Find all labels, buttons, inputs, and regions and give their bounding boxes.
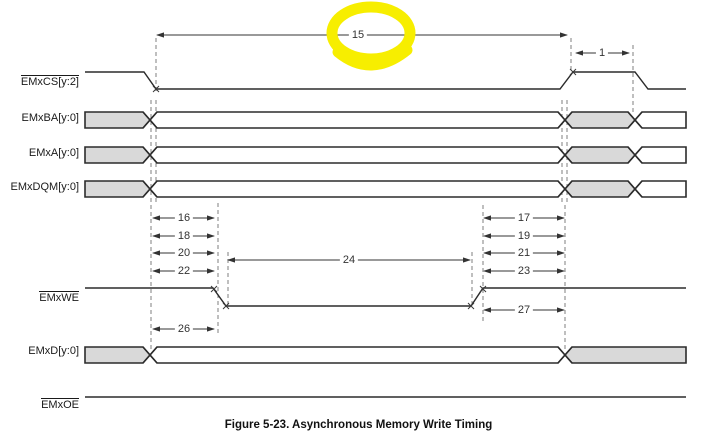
timing-label-24: 24: [339, 254, 359, 266]
measurement-ticks: [152, 68, 577, 310]
timing-label-17: 17: [514, 212, 534, 224]
emxwe-waveform: [85, 287, 686, 307]
signal-label-emxwe: EMxWE: [39, 291, 79, 304]
timing-label-27: 27: [514, 304, 534, 316]
timing-label-16: 16: [174, 212, 194, 224]
signal-label-emxa: EMxA[y:0]: [28, 147, 79, 159]
timing-label-21: 21: [514, 247, 534, 259]
highlight-circle-annotation: [326, 1, 416, 71]
signal-label-emxcs: EMxCS[y:2]: [20, 75, 79, 88]
timing-label-19: 19: [514, 230, 534, 242]
emxcs-waveform: [85, 71, 686, 90]
signal-label-emxd: EMxD[y:0]: [28, 345, 79, 357]
emxa-waveform: [84, 146, 687, 164]
timing-label-1: 1: [595, 47, 609, 59]
timing-label-22: 22: [174, 265, 194, 277]
timing-label-15: 15: [348, 29, 368, 41]
timing-label-18: 18: [174, 230, 194, 242]
emxd-waveform: [84, 346, 687, 364]
signal-label-emxoe: EMxOE: [41, 398, 79, 411]
timing-label-20: 20: [174, 247, 194, 259]
signal-label-emxdqm: EMxDQM[y:0]: [10, 181, 79, 193]
timing-label-26: 26: [174, 323, 194, 335]
signal-label-emxba: EMxBA[y:0]: [21, 112, 79, 124]
emxba-waveform: [84, 111, 687, 129]
emxdqm-waveform: [84, 180, 687, 198]
figure-caption: Figure 5-23. Asynchronous Memory Write T…: [224, 419, 493, 431]
timing-label-23: 23: [514, 265, 534, 277]
